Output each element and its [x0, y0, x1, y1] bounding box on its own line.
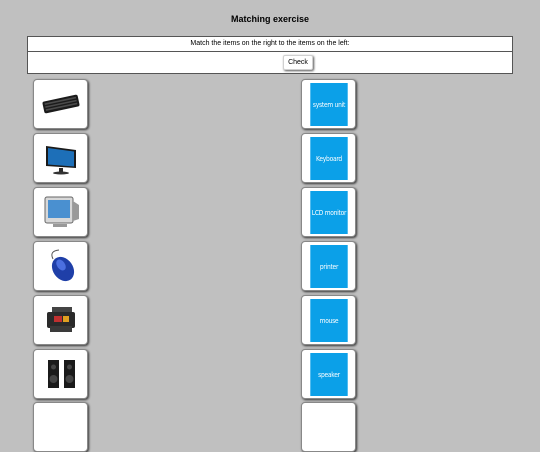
right-card-speaker[interactable]: speaker [301, 349, 356, 399]
instructions-panel: Match the items on the right to the item… [27, 36, 513, 74]
right-card-label: Keyboard [310, 137, 348, 180]
crt-monitor-icon [39, 193, 83, 231]
right-card-mouse[interactable]: mouse [301, 295, 356, 345]
right-card-system-unit[interactable]: system unit [301, 79, 356, 129]
check-row: Check [28, 52, 512, 73]
lcd-monitor-icon [39, 139, 83, 177]
left-card-printer[interactable] [33, 295, 88, 345]
right-card-printer[interactable]: printer [301, 241, 356, 291]
right-card-label: system unit [310, 83, 348, 126]
right-card-label: speaker [310, 353, 348, 396]
left-card-next[interactable] [33, 402, 88, 452]
check-button[interactable]: Check [283, 55, 313, 70]
right-card-next[interactable] [301, 402, 356, 452]
keyboard-icon [39, 85, 83, 123]
left-card-keyboard[interactable] [33, 79, 88, 129]
right-card-lcd-monitor[interactable]: LCD monitor [301, 187, 356, 237]
speakers-icon [39, 355, 83, 393]
left-card-crt-monitor[interactable] [33, 187, 88, 237]
right-card-label: printer [310, 245, 348, 288]
mouse-icon [39, 247, 83, 285]
printer-icon [39, 301, 83, 339]
left-card-speakers[interactable] [33, 349, 88, 399]
right-card-label: LCD monitor [310, 191, 348, 234]
instructions-text: Match the items on the right to the item… [28, 37, 512, 52]
page-title: Matching exercise [230, 14, 310, 24]
left-card-lcd-monitor[interactable] [33, 133, 88, 183]
right-card-keyboard[interactable]: Keyboard [301, 133, 356, 183]
left-card-mouse[interactable] [33, 241, 88, 291]
right-card-label: mouse [310, 299, 348, 342]
